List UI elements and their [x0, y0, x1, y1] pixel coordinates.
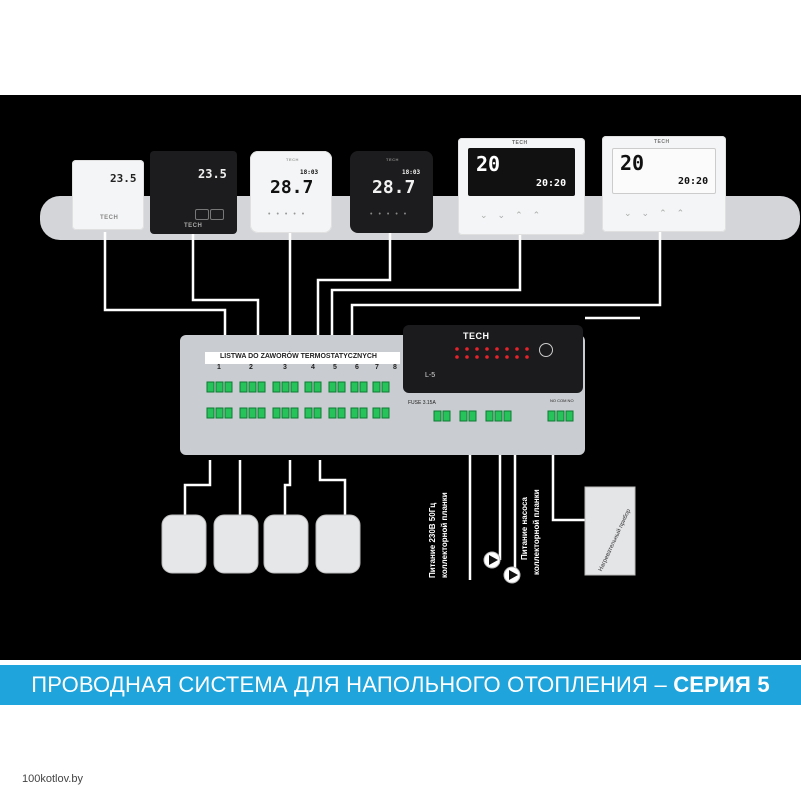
thermostat-time: 18:03	[300, 169, 319, 176]
brand-logo: TECH	[386, 157, 399, 162]
thermostat-time: 18:03	[402, 169, 421, 176]
pump-label: Питание насоса	[520, 497, 529, 560]
power-label-2: коллекторной планки	[440, 492, 449, 578]
strip-title-bar	[205, 352, 400, 364]
relay-label: NO COM NO	[550, 398, 574, 403]
pump-label-line1: Питание насоса	[520, 497, 529, 560]
wire-5	[330, 232, 522, 340]
thermostat-4: 28.7 18:03 TECH •••••	[350, 151, 433, 233]
wire-act-3	[283, 460, 292, 515]
actuator-4	[315, 514, 361, 574]
thermostat-display: 20	[476, 152, 501, 176]
wire-2	[191, 232, 260, 340]
watermark: 100kotlov.by	[22, 773, 83, 785]
pump-label-2: коллекторной планки	[532, 489, 541, 575]
wire-act-1	[183, 460, 212, 515]
caption: ПРОВОДНАЯ СИСТЕМА ДЛЯ НАПОЛЬНОГО ОТОПЛЕН…	[0, 665, 801, 705]
zone-number: 1	[217, 364, 221, 371]
terminal-block	[205, 378, 400, 438]
power-label-line1: Питание 230В 50Гц	[428, 502, 437, 578]
wire-heater	[551, 440, 590, 522]
brand-logo: TECH	[100, 215, 119, 221]
wire-1	[103, 232, 227, 340]
thermostat-3: 28.7 18:03 TECH •••••	[250, 151, 332, 233]
touch-buttons: •••••	[268, 211, 311, 218]
thermostat-display: 23.5	[110, 172, 137, 185]
fuse-label: FUSE 3.15A	[408, 400, 436, 406]
brand-logo: TECH	[286, 157, 299, 162]
thermostat-5: 20 20:20 TECH ⌄⌄⌃⌃	[458, 138, 585, 235]
thermostat-display: 23.5	[198, 167, 227, 181]
thermostat-time: 20:20	[678, 176, 709, 187]
thermostat-screen	[468, 148, 575, 196]
zone-number: 6	[355, 364, 359, 371]
zone-numbers: 1 2 3 4 5 6 7 8	[205, 364, 400, 374]
brand-logo: TECH	[512, 140, 528, 146]
caption-text: ПРОВОДНАЯ СИСТЕМА ДЛЯ НАПОЛЬНОГО ОТОПЛЕН…	[31, 672, 674, 697]
zone-number: 4	[311, 364, 315, 371]
thermostat-screen	[612, 148, 716, 194]
thermostat-time: 20:20	[536, 178, 567, 189]
pump-label-line2: коллекторной планки	[532, 489, 541, 575]
caption-banner	[0, 665, 801, 705]
wire-6	[350, 232, 662, 340]
led-row	[453, 345, 533, 361]
actuator-3	[263, 514, 309, 574]
thermostat-6: 20 20:20 TECH ⌄⌄⌃⌃	[602, 136, 726, 232]
zone-number: 8	[393, 364, 397, 371]
thermostat-display: 28.7	[372, 177, 416, 198]
heater-device	[584, 486, 636, 576]
controller-logo: TECH	[463, 331, 490, 341]
controller-module: TECH L-5	[403, 325, 583, 393]
thermostat-display: 28.7	[270, 177, 314, 198]
touch-buttons: ⌄⌄⌃⌃	[480, 210, 551, 220]
zone-number: 2	[249, 364, 253, 371]
zone-number: 7	[375, 364, 379, 371]
button-right	[210, 209, 224, 220]
touch-buttons: ⌄⌄⌃⌃	[624, 208, 695, 218]
actuator-1	[161, 514, 207, 574]
controller-model: L-5	[425, 372, 436, 379]
thermostat-2: 23.5 TECH	[150, 151, 237, 234]
thermostat-display: 20	[620, 151, 645, 175]
menu-button	[539, 343, 553, 357]
wire-act-4	[318, 460, 347, 515]
power-label: Питание 230В 50Гц	[428, 503, 437, 578]
caption-series: СЕРИЯ 5	[673, 672, 770, 697]
strip-title: LISTWA DO ZAWORÓW TERMOSTATYCZNYCH	[220, 353, 377, 360]
wire-4	[316, 232, 392, 340]
output-terminals	[430, 405, 580, 425]
button-left	[195, 209, 209, 220]
touch-buttons: •••••	[370, 211, 413, 218]
zone-number: 3	[283, 364, 287, 371]
brand-logo: TECH	[184, 223, 203, 229]
zone-number: 5	[333, 364, 337, 371]
power-label-line2: коллекторной планки	[440, 492, 449, 578]
brand-logo: TECH	[654, 139, 670, 145]
actuator-2	[213, 514, 259, 574]
thermostat-1: 23.5 TECH	[72, 160, 144, 230]
